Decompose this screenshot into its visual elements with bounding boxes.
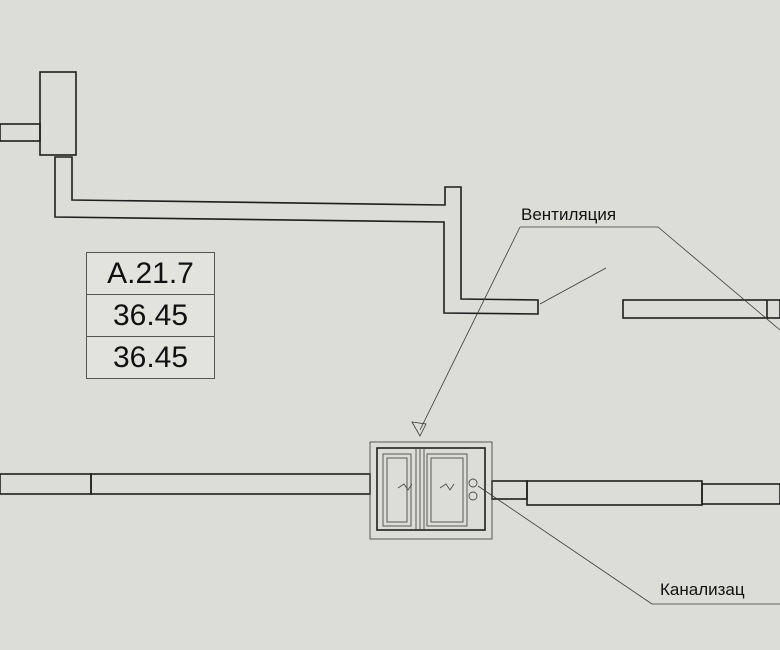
wall-bottom-right-2: [526, 480, 703, 506]
room-code: А.21.7: [87, 253, 214, 295]
room-area-1: 36.45: [87, 295, 214, 337]
sewage-label: Канализац: [660, 580, 745, 599]
wall-l-shape-top: [54, 156, 539, 315]
wall-stub-left: [0, 123, 41, 142]
ventilation-label: Вентиляция: [521, 205, 617, 224]
wall-column-top-left: [39, 71, 77, 156]
wall-bottom-left-1: [0, 473, 92, 495]
wall-bottom-left-2: [90, 473, 371, 495]
wall-bottom-right-1: [491, 480, 528, 500]
wall-right-segment: [622, 299, 780, 319]
sewage-leader: [477, 485, 780, 605]
room-area-2: 36.45: [112, 341, 189, 374]
room-label-box: А.21.7 36.45 36.45: [86, 252, 215, 379]
wall-bottom-right-3: [701, 483, 780, 505]
ventilation-leader: [411, 226, 780, 437]
shaft-unit: [369, 441, 493, 540]
